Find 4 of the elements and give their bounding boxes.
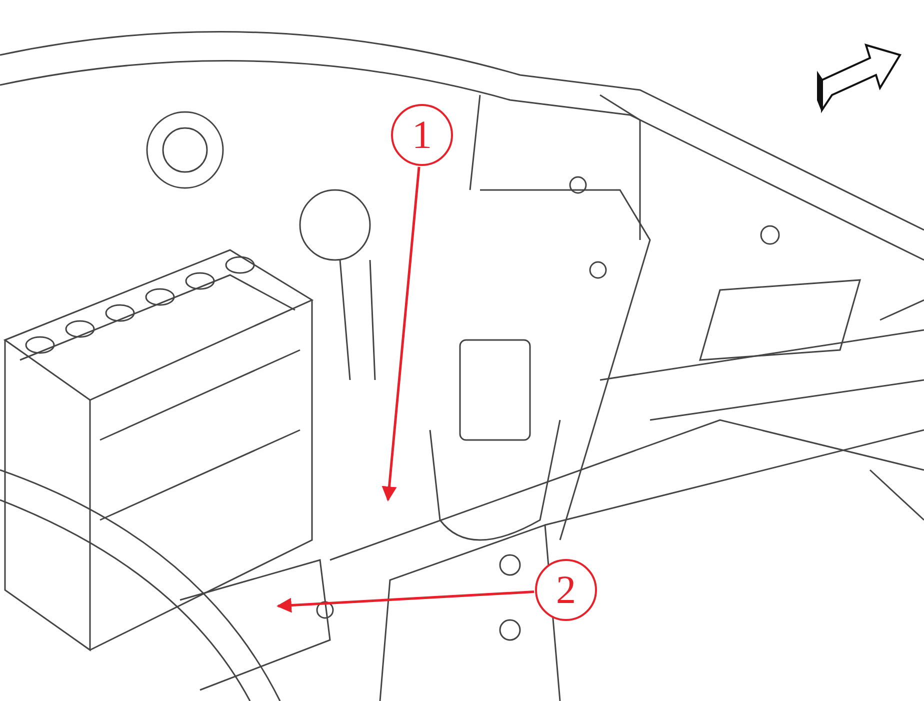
leader-line [382,166,420,502]
callout-number: 1 [391,104,453,166]
leader-line [276,590,534,613]
callout-number: 2 [535,559,597,621]
